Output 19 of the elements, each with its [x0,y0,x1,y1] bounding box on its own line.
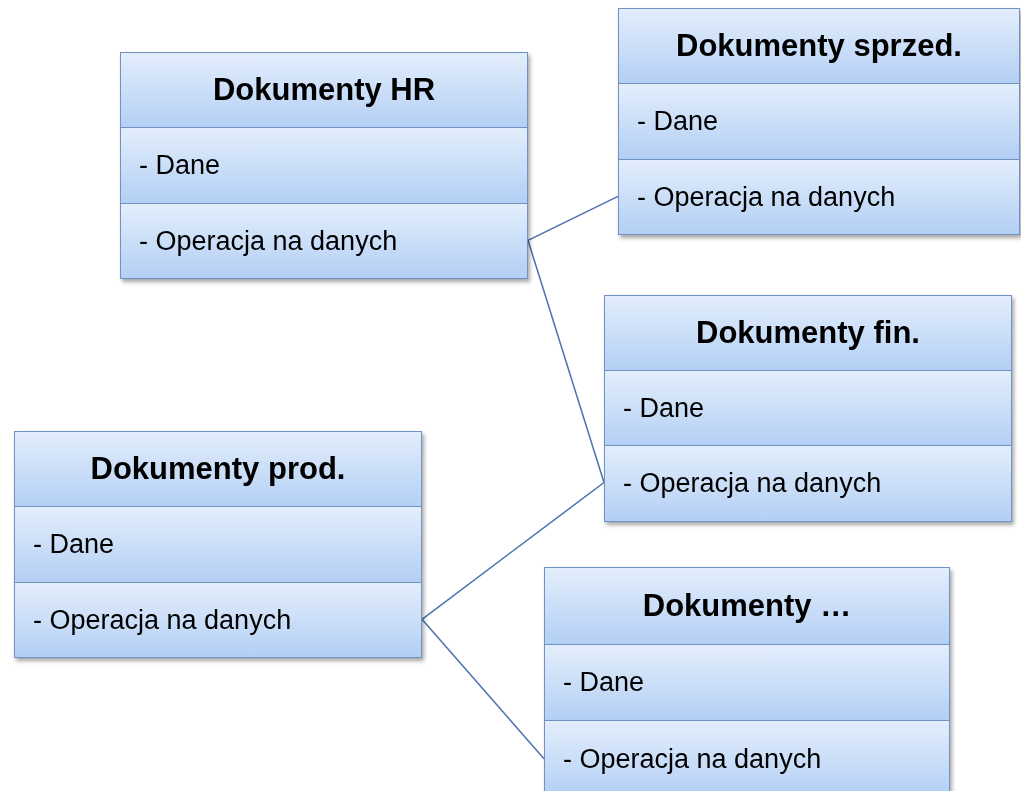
connector-line [421,618,545,760]
operation-row: - Operacja na danych [604,445,1012,522]
attribute-row: - Dane [618,83,1020,161]
connector-line [421,481,605,621]
attribute-row: - Dane [544,643,950,722]
connector-line [527,195,619,242]
class-title: Dokumenty sprzed. [618,8,1020,85]
operation-row: - Operacja na danych [618,158,1020,236]
attribute-row: - Dane [120,127,528,205]
operation-row: - Operacja na danych [14,581,422,659]
connector-line [527,239,605,484]
operation-row: - Operacja na danych [120,202,528,280]
class-title: Dokumenty prod. [14,431,422,508]
operation-row: - Operacja na danych [544,720,950,791]
class-title: Dokumenty HR [120,52,528,129]
attribute-row: - Dane [14,506,422,584]
class-title: Dokumenty … [544,567,950,646]
attribute-row: - Dane [604,370,1012,447]
class-title: Dokumenty fin. [604,295,1012,372]
